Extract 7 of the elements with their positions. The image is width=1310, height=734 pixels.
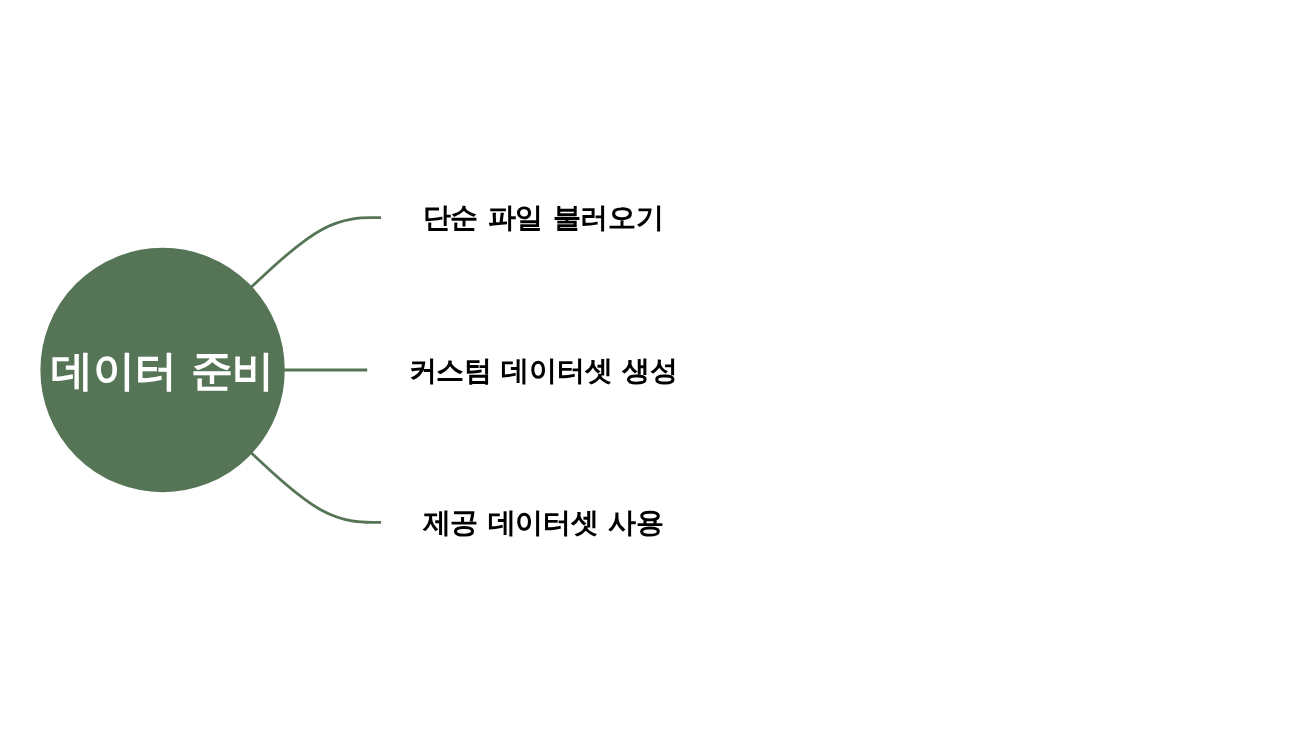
node-text: 커스텀 데이터셋 생성 — [408, 353, 678, 387]
connector — [250, 216, 382, 289]
node-text: 단순 파일 불러오기 — [422, 201, 664, 235]
connector — [250, 451, 382, 524]
node-circle: 데이터 준비 — [40, 247, 285, 493]
connector — [284, 368, 368, 372]
node-text: 제공 데이터셋 사용 — [422, 505, 664, 539]
